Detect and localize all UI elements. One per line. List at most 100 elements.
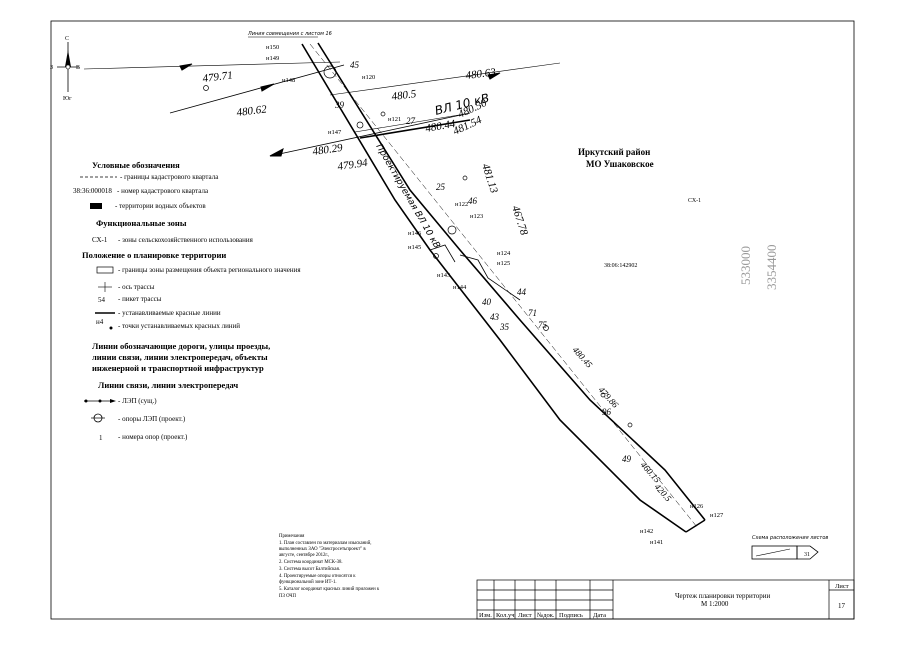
elevation-label: 479.71: [202, 69, 233, 85]
route-number: 46: [468, 196, 478, 206]
legend-roads-title: линии связи, линии электропередач, объек…: [92, 352, 268, 362]
node-label: н147: [328, 129, 342, 136]
route-number: 49: [622, 454, 632, 464]
notes-line: ПЗ ОЧП: [279, 594, 297, 599]
notes-line: 3. Система высот Балтийская.: [279, 567, 340, 572]
legend-func-item: - зоны сельскохозяйственного использован…: [118, 236, 254, 244]
node-label: н145: [408, 244, 421, 251]
scheme-title: Схема расположения листов: [752, 535, 828, 541]
legend: Условные обозначения - границы кадастров…: [73, 160, 301, 442]
node-label: н127: [710, 512, 724, 519]
node-label: н120: [362, 74, 375, 81]
elevation-label: 480.62: [236, 103, 268, 119]
compass-south: Юг: [63, 96, 72, 102]
legend-lines-item: - ЛЭП (сущ.): [118, 397, 157, 405]
node-label: н150: [266, 44, 279, 51]
compass-west: З: [50, 65, 53, 71]
legend-plan-item: - ось трассы: [118, 283, 155, 291]
sheet-scheme: Схема расположения листов 31: [751, 535, 828, 560]
notes-line: 4. Проектируемые опоры относятся к: [279, 574, 356, 579]
legend-title: Условные обозначения: [92, 160, 180, 170]
side-number: 533000: [738, 246, 753, 285]
pole-symbols: [203, 65, 633, 428]
notes-line: функциональной зоне ИТ-1.: [279, 580, 337, 585]
elevation-labels: 479.71 480.62 480.63 480.5 480.44 480.29…: [202, 66, 674, 503]
outer-frame: [50, 20, 855, 620]
legend-item: - границы кадастрового квартала: [120, 173, 219, 181]
compass-north: С: [65, 36, 69, 42]
elevation-label: 480.63: [465, 66, 497, 82]
stamp-sheet-number: 17: [838, 602, 846, 610]
node-label: н125: [497, 260, 510, 267]
stamp-col: Подпись: [559, 612, 583, 619]
side-number: 3354400: [764, 245, 779, 291]
compass-east: В: [76, 65, 80, 71]
notes-line: августе, сентябре 2012г.,: [279, 553, 329, 558]
legend-lines-symbol: 1: [99, 434, 103, 442]
legend-lines-item: - номера опор (проект.): [118, 433, 188, 441]
node-label: н123: [470, 213, 483, 220]
route-number: 71: [528, 308, 537, 318]
route-number: 25: [436, 182, 446, 192]
route-number: 40: [482, 297, 492, 307]
existing-power-lines: [83, 61, 561, 157]
route-number: 96: [602, 407, 612, 417]
compass: С Юг З В: [50, 36, 80, 102]
zone-code: СХ-1: [688, 198, 701, 204]
notes-line: 2. Система координат МСК-38.: [279, 560, 343, 565]
route-number: 75: [538, 320, 548, 330]
legend-item: - территории водных объектов: [115, 202, 206, 210]
route-number: 35: [499, 322, 510, 332]
elevation-label: 481.13: [479, 162, 500, 195]
node-label: н122: [455, 201, 468, 208]
route-number: 27: [406, 116, 416, 126]
node-label: н146: [408, 230, 422, 237]
stamp-col: Кол.уч: [496, 612, 515, 619]
legend-plan-item: - пикет трассы: [118, 295, 162, 303]
node-label: н142: [640, 528, 653, 535]
legend-item-symbol: 38:36:000018: [73, 187, 112, 195]
node-label: н126: [690, 503, 704, 510]
legend-item: - номер кадастрового квартала: [117, 187, 209, 195]
legend-func-symbol: СХ-1: [92, 236, 108, 244]
stamp-col: Изм.: [479, 612, 492, 619]
elevation-label: 480.45: [571, 345, 595, 370]
elevation-label: 480.5: [391, 88, 418, 103]
legend-lines-item: - опоры ЛЭП (проект.): [118, 415, 186, 423]
node-label: н143: [437, 272, 450, 279]
elevation-label: 479.94: [337, 157, 369, 173]
node-label: н144: [453, 284, 467, 291]
elevation-label: 420.5: [653, 482, 674, 504]
legend-plan-item: - устанавливаемые красные линии: [118, 309, 221, 317]
elevation-label: 480.29: [312, 142, 344, 158]
notes-line: выполненных ЗАО "Электросетьпроект" в: [279, 547, 366, 552]
legend-plan-item: - точки устанавливаемых красных линий: [118, 322, 240, 330]
route-corridor: [301, 42, 706, 533]
title-block-text: Изм. Кол.уч Лист №док. Подпись Дата Черт…: [479, 583, 849, 619]
elevation-label: 480.44: [424, 118, 456, 135]
region-line-2: МО Ушаковское: [586, 159, 654, 169]
node-label: н148: [282, 77, 295, 84]
stamp-scale: М 1:2000: [701, 600, 729, 608]
legend-func-title: Функциональные зоны: [96, 218, 187, 228]
node-label: н121: [388, 116, 401, 123]
legend-lines-title: Линии связи, линии электропередач: [98, 380, 238, 390]
scheme-sheet-right: 31: [804, 552, 810, 558]
node-labels: н150 н149 н148 н120 н121 н147 н122 н123 …: [266, 44, 724, 546]
title-block: [476, 579, 855, 620]
notes-line: 1. План составлен по материалам изыскани…: [279, 541, 372, 546]
stamp-col: Дата: [593, 612, 606, 619]
node-label: н124: [497, 250, 511, 257]
node-label: н149: [266, 55, 279, 62]
legend-plan-item: - границы зоны размещения объекта регион…: [118, 266, 301, 274]
node-label: н141: [650, 539, 663, 546]
legend-plan-symbol: н4: [96, 318, 104, 326]
stamp-sheet-label: Лист: [835, 583, 849, 590]
route-number: 44: [517, 287, 527, 297]
notes-line: 5. Каталог координат красных линий прило…: [279, 587, 380, 592]
legend-roads-title: инженерной и транспортной инфраструктур: [92, 363, 264, 373]
legend-roads-title: Линии обозначающие дороги, улицы проезды…: [92, 341, 270, 351]
notes-title: Примечания: [279, 534, 305, 539]
